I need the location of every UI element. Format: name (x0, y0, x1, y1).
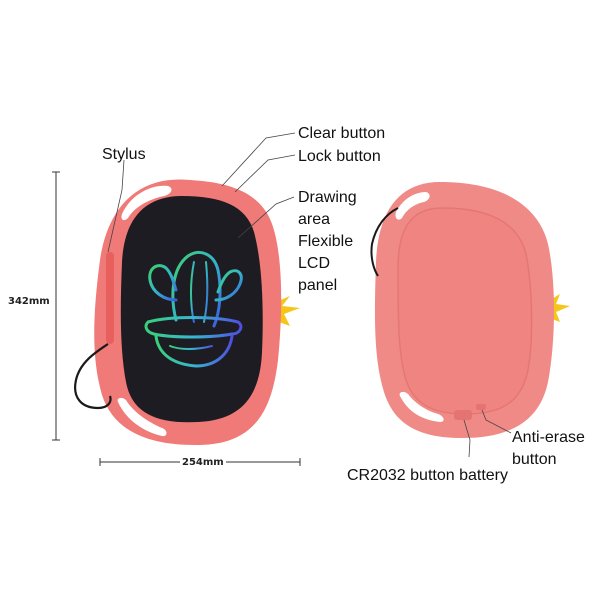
height-dimension-label: 342mm (8, 296, 50, 307)
battery-label: CR2032 button battery (347, 467, 508, 484)
lock-button-label: Lock button (298, 148, 381, 165)
drawing-area-label-2: area (298, 211, 331, 228)
back-panel-inset (397, 207, 533, 415)
stylus-label: Stylus (102, 146, 146, 163)
drawing-area-label-3: Flexible (298, 233, 354, 250)
drawing-area-label-4: LCD (298, 255, 331, 272)
back-tether (370, 207, 399, 277)
drawing-area-label-1: Drawing (298, 189, 357, 206)
clear-button-label: Clear button (298, 125, 386, 142)
callout-lines (107, 132, 512, 458)
handle-hole-bottom (117, 397, 167, 437)
drawing-area-label-5: panel (298, 277, 338, 294)
anti-erase-label-1: Anti-erase (512, 429, 585, 446)
back-tablet (370, 182, 570, 438)
cactus-drawing (144, 251, 243, 368)
back-handle-hole-bottom (399, 391, 444, 422)
battery-compartment (454, 410, 472, 420)
stylus-tether (74, 343, 112, 410)
front-tablet (74, 179, 300, 446)
anti-erase-label-2: button (512, 451, 557, 468)
width-dimension-label: 254mm (180, 457, 226, 468)
stylus-pen[interactable] (106, 252, 114, 344)
anti-erase-button[interactable] (476, 404, 486, 410)
back-handle-hole-top (395, 192, 430, 220)
handle-hole-top (121, 185, 172, 221)
